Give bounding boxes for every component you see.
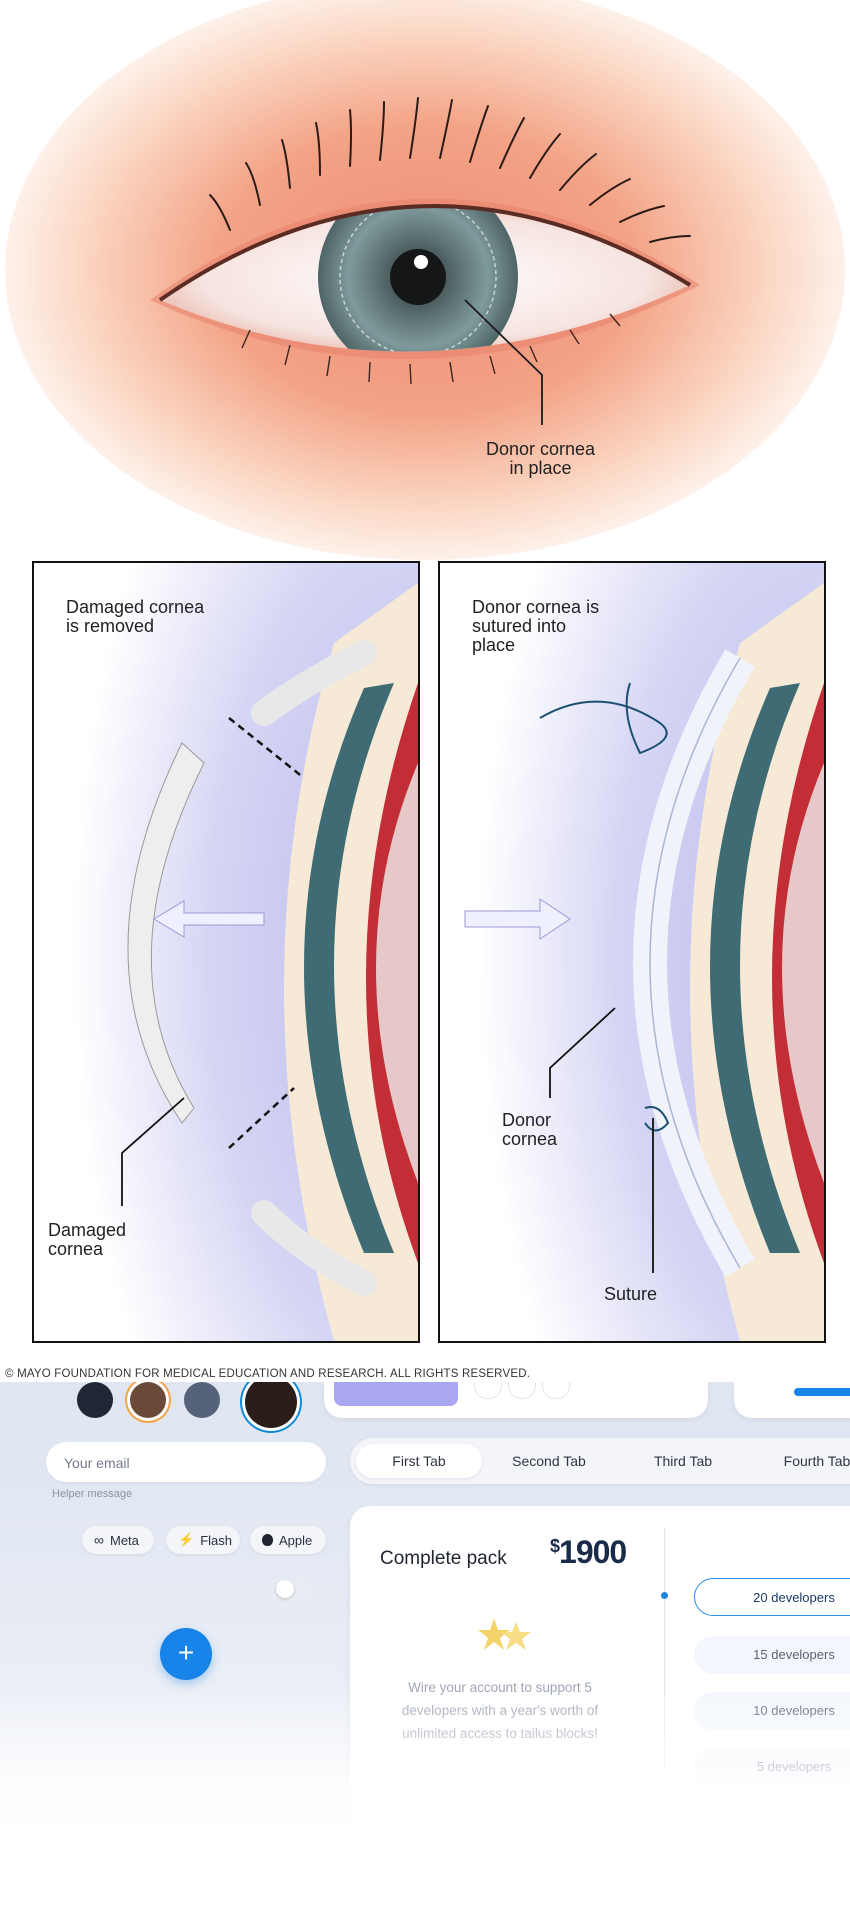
price-value: 1900 <box>559 1534 627 1570</box>
tab-bar: First Tab Second Tab Third Tab Fourth Ta… <box>350 1438 850 1484</box>
toolbar-card-right <box>734 1382 850 1418</box>
panel-illustration <box>440 563 824 1341</box>
add-fab-button[interactable]: + <box>160 1628 212 1680</box>
chip-meta[interactable]: ∞ Meta <box>82 1526 154 1554</box>
panel-damaged-cornea-removed: Damaged cornea is removed Damaged cornea <box>32 561 420 1343</box>
icon-button[interactable] <box>508 1382 536 1399</box>
copyright-notice: © MAYO FOUNDATION FOR MEDICAL EDUCATION … <box>5 1368 531 1380</box>
option-20-developers[interactable]: 20 developers <box>694 1578 850 1616</box>
star-icon <box>478 1618 531 1650</box>
pricing-card: Complete pack $1900 Wire your account to… <box>350 1506 850 1906</box>
label-line: Donor cornea is <box>472 597 600 617</box>
label-line: in place <box>509 458 572 478</box>
label-line: sutured into <box>472 616 567 636</box>
label-line: Donor cornea <box>486 439 596 459</box>
tab-fourth[interactable]: Fourth Tab <box>783 1453 850 1469</box>
donor-cornea-label: Donor cornea in place <box>486 440 595 478</box>
email-input[interactable] <box>62 1442 306 1484</box>
currency-symbol: $ <box>550 1536 560 1556</box>
eye-illustration <box>5 0 845 560</box>
flash-icon: ⚡ <box>178 1532 195 1547</box>
icon-button[interactable] <box>542 1382 570 1399</box>
chip-flash[interactable]: ⚡ Flash <box>166 1526 240 1554</box>
toggle-switch[interactable] <box>272 1578 312 1600</box>
right-panel-heading: Donor cornea is sutured into place <box>472 598 599 655</box>
label-line: is removed <box>66 616 155 636</box>
label-line: Damaged cornea <box>66 597 205 617</box>
damaged-cornea-callout: Damaged cornea <box>48 1221 126 1259</box>
panel-donor-cornea-sutured: Donor cornea is sutured into place Donor… <box>438 561 826 1343</box>
avatar[interactable] <box>77 1382 113 1418</box>
plan-description: Wire your account to support 5 developer… <box>401 1680 599 1741</box>
donor-cornea-callout: Donor cornea <box>502 1111 557 1149</box>
option-track <box>664 1528 665 1768</box>
plan-price: $1900 <box>550 1534 627 1571</box>
avatar[interactable] <box>245 1382 297 1428</box>
chip-label: Apple <box>279 1532 313 1548</box>
label-line: cornea <box>48 1239 104 1259</box>
apple-icon <box>262 1534 273 1546</box>
option-5-developers[interactable]: 5 developers <box>694 1748 850 1786</box>
helper-message: Helper message <box>52 1488 133 1500</box>
meta-icon: ∞ <box>94 1532 104 1548</box>
label-line: Damaged <box>48 1220 127 1240</box>
label-line: place <box>472 635 516 655</box>
panel-illustration <box>34 563 418 1341</box>
tab-third[interactable]: Third Tab <box>653 1453 713 1469</box>
option-15-developers[interactable]: 15 developers <box>694 1636 850 1674</box>
suture-callout: Suture <box>604 1284 658 1304</box>
chip-label: Meta <box>109 1532 139 1548</box>
option-indicator <box>661 1592 668 1599</box>
image-thumbnail <box>334 1382 458 1406</box>
accent-bar <box>794 1388 850 1396</box>
left-panel-heading: Damaged cornea is removed <box>66 598 204 636</box>
toggle-knob <box>276 1580 294 1598</box>
plan-title: Complete pack <box>380 1548 507 1569</box>
avatar[interactable] <box>130 1382 166 1418</box>
tab-second[interactable]: Second Tab <box>512 1453 586 1469</box>
toolbar-card <box>324 1382 708 1418</box>
avatar[interactable] <box>184 1382 220 1418</box>
icon-button[interactable] <box>474 1382 502 1399</box>
chip-label: Flash <box>200 1532 232 1548</box>
label-line: Donor <box>502 1110 552 1130</box>
ui-kit-preview: Helper message ∞ Meta ⚡ Flash Apple + Fi… <box>0 1382 850 1926</box>
option-10-developers[interactable]: 10 developers <box>694 1692 850 1730</box>
label-line: cornea <box>502 1129 558 1149</box>
tab-first[interactable]: First Tab <box>356 1444 482 1478</box>
email-field[interactable] <box>46 1442 326 1484</box>
chip-apple[interactable]: Apple <box>250 1526 326 1554</box>
